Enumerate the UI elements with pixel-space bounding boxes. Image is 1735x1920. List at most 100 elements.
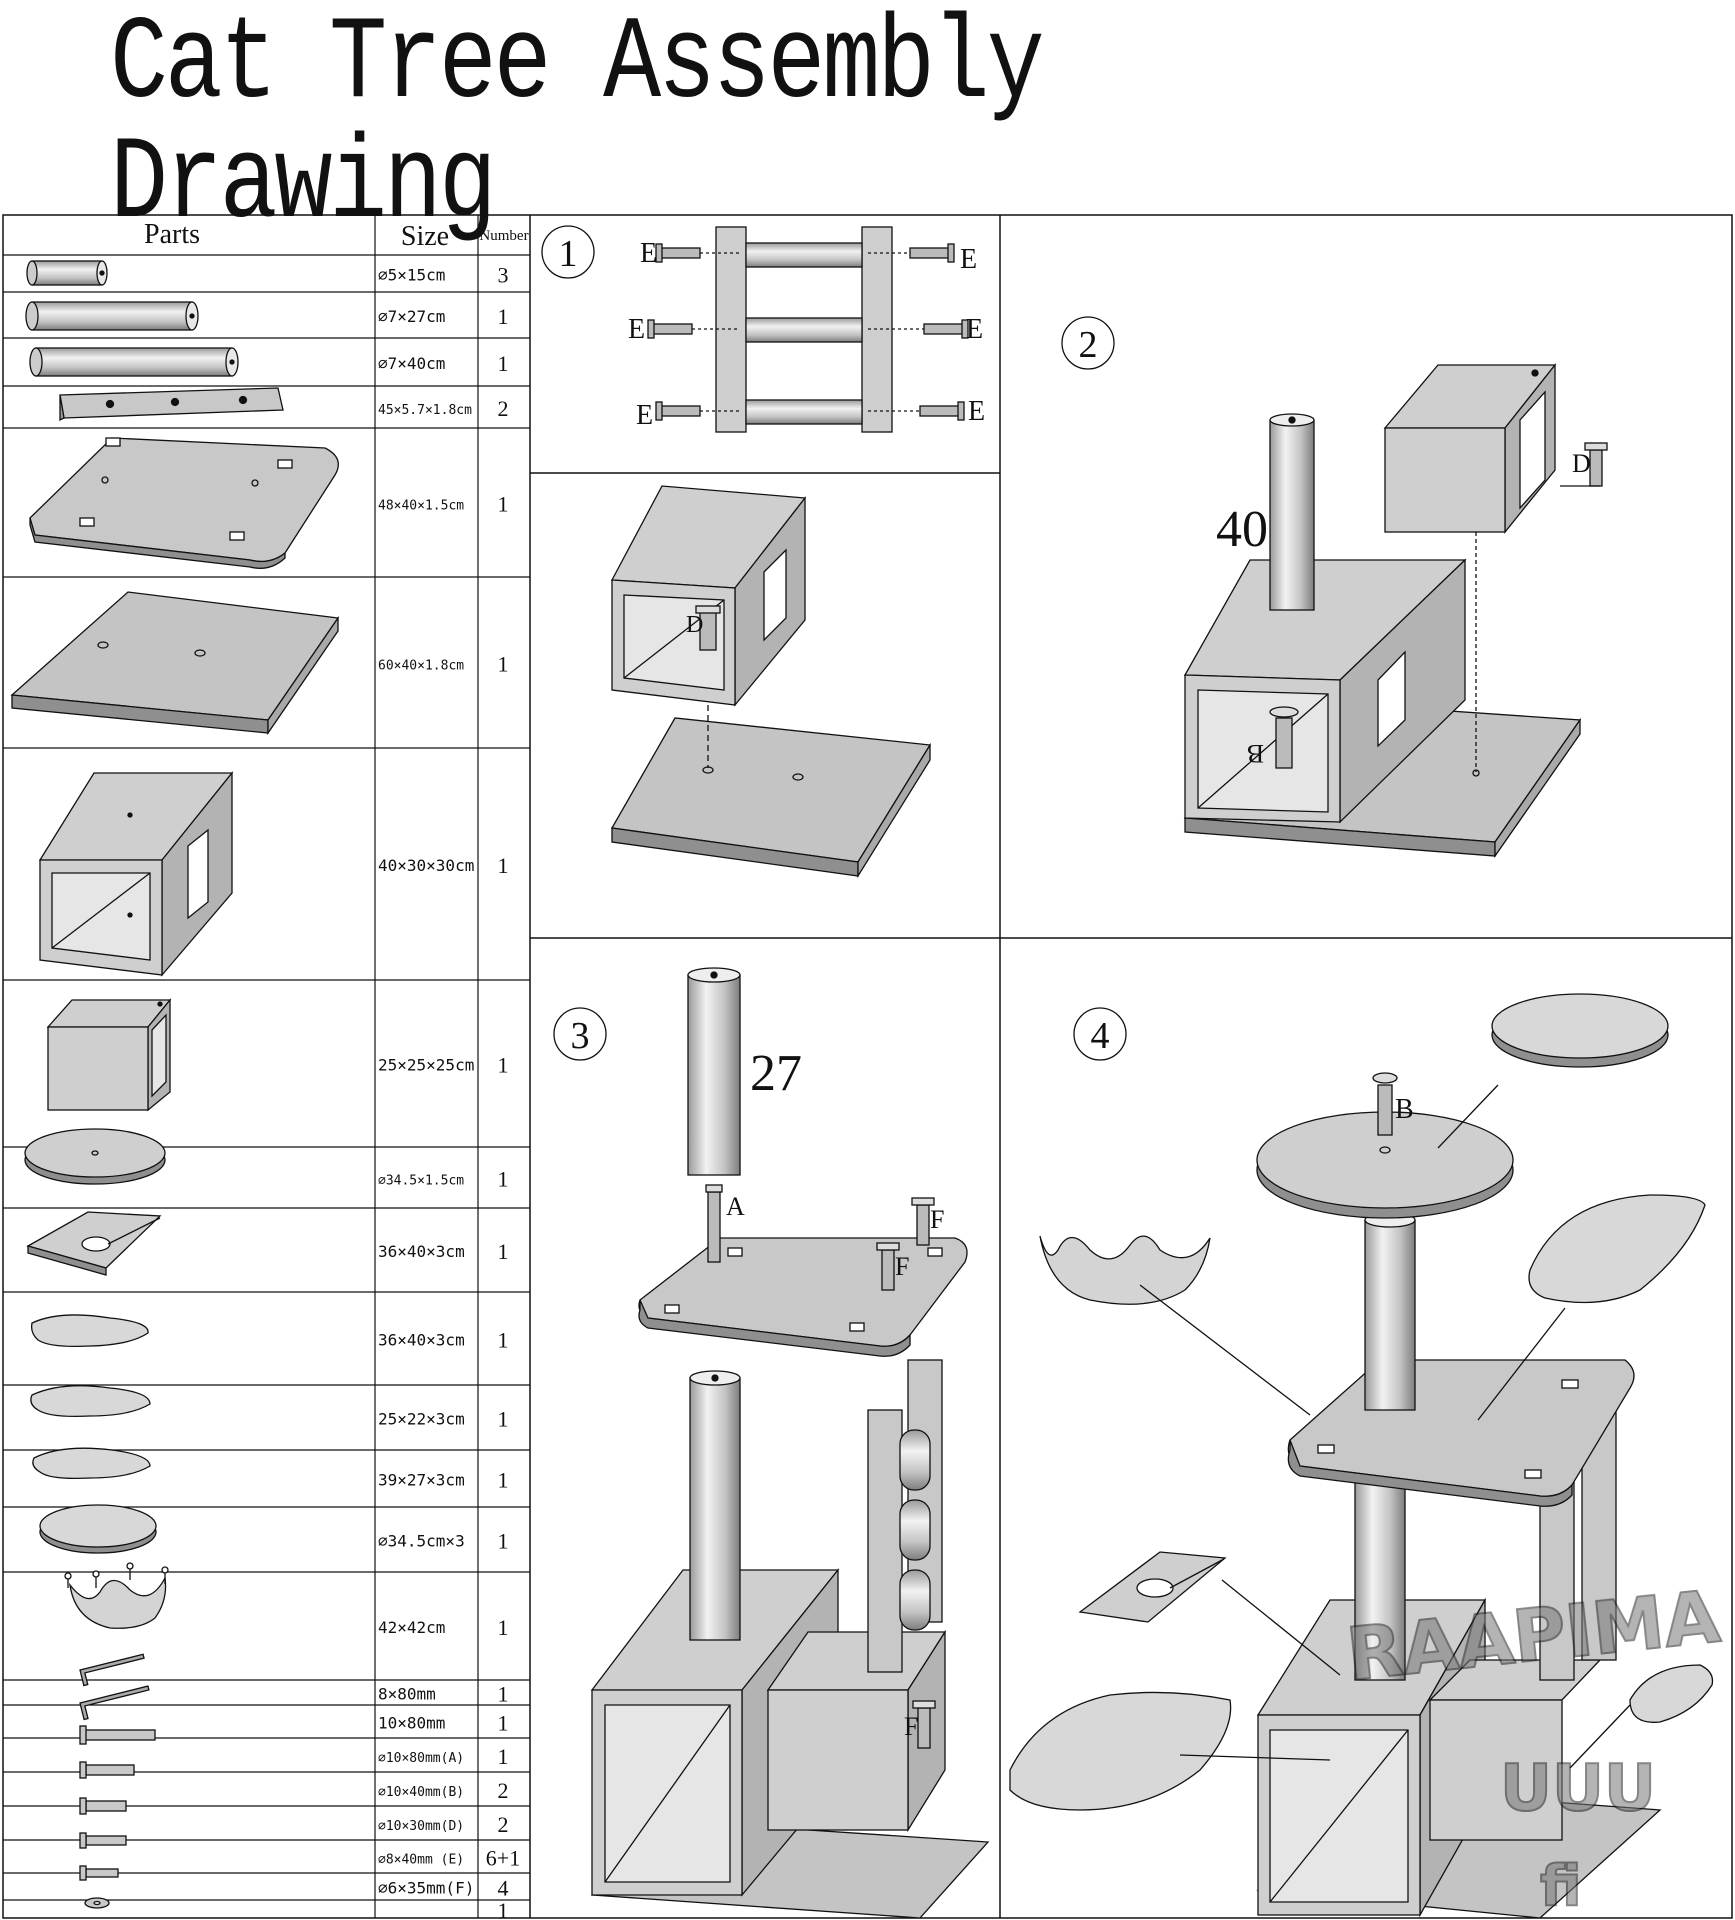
bolt-label-e: E <box>968 396 985 427</box>
table-cell-number: 4 <box>498 1876 509 1901</box>
table-cell-size: ∅34.5cm×3 <box>378 1532 465 1551</box>
hammock-drawing <box>64 1562 169 1629</box>
bolt-label-e: E <box>960 244 977 275</box>
table-grid <box>374 215 479 1918</box>
post-height-label: 40 <box>1216 501 1268 558</box>
number-header: Number <box>479 228 528 244</box>
round-platform-drawing <box>24 1128 166 1185</box>
table-cell-size: 40×30×30cm <box>378 856 474 875</box>
table-cell-number: 2 <box>498 1778 509 1803</box>
bolt-label-a: A <box>726 1192 745 1221</box>
table-cell-number: 3 <box>498 263 509 288</box>
table-cell-number: 2 <box>498 396 509 421</box>
table-cell-number: 1 <box>498 1328 509 1353</box>
step-2-number: 2 <box>1079 324 1098 366</box>
table-cell-size: ∅7×27cm <box>378 307 445 326</box>
frame <box>2 214 1733 1919</box>
base-board-drawing <box>10 591 340 736</box>
allen-key-drawings <box>79 1653 150 1721</box>
table-cell-size: 48×40×1.5cm <box>378 499 464 514</box>
table-cell-size: 36×40×3cm <box>378 1331 465 1350</box>
post-small-drawing <box>26 260 108 286</box>
support-board-drawing <box>59 387 284 422</box>
post-height-label: 27 <box>750 1045 802 1102</box>
bolt-label-d: D <box>1572 449 1591 478</box>
step-2-drawing <box>1183 363 1608 859</box>
table-cell-size: ∅34.5×1.5cm <box>378 1174 464 1189</box>
table-cell-number: 1 <box>498 1898 509 1920</box>
table-cell-size: ∅10×80mm(A) <box>378 1751 464 1766</box>
step-2-circle <box>1061 316 1115 370</box>
table-cell-size: 60×40×1.8cm <box>378 659 464 674</box>
bolt-label-b: B <box>1395 1094 1414 1125</box>
bolt-label-f: F <box>895 1252 909 1281</box>
table-cell-size: 8×80mm <box>378 1685 436 1704</box>
table-cell-number: 1 <box>498 1615 509 1640</box>
table-cell-number: 1 <box>498 1744 509 1769</box>
table-cell-size: ∅6×35mm(F) <box>378 1879 474 1898</box>
table-cell-number: 1 <box>498 1711 509 1736</box>
table-cell-size: 25×22×3cm <box>378 1410 465 1429</box>
bolt-label-e: E <box>628 314 645 345</box>
step-1: 1 E E E E E E <box>541 225 985 879</box>
table-cell-size: ∅10×40mm(B) <box>378 1785 464 1800</box>
table-cell-size: ∅8×40mm (E) <box>378 1853 464 1868</box>
cushion-drawings <box>30 1314 157 1554</box>
step-4-number: 4 <box>1091 1015 1110 1057</box>
table-cell-size: 39×27×3cm <box>378 1471 465 1490</box>
table-cell-size: 42×42cm <box>378 1618 445 1637</box>
small-condo-drawing <box>46 998 172 1112</box>
table-cell-number: 1 <box>498 1239 509 1264</box>
parts-table: Parts Size Number ∅5×15cm 3 ∅7×27cm 1 ∅7×40c… <box>3 215 530 1920</box>
table-cell-size: 36×40×3cm <box>378 1242 465 1261</box>
table-cell-number: 1 <box>498 1529 509 1554</box>
step-1-number: 1 <box>559 233 578 275</box>
bolt-label-e: E <box>640 238 657 269</box>
ladder-drawing <box>647 226 969 433</box>
table-cell-number: 1 <box>498 1407 509 1432</box>
post-medium-drawing <box>25 301 199 331</box>
table-cell-number: 2 <box>498 1812 509 1837</box>
bolt-drawings <box>79 1725 156 1909</box>
step-3-drawing <box>590 967 990 1919</box>
table-cell-number: 1 <box>498 1682 509 1707</box>
table-cell-number: 6+1 <box>486 1846 520 1871</box>
table-cell-size: 25×25×25cm <box>378 1056 474 1075</box>
step-4: 4 <box>1009 993 1714 1919</box>
table-cell-size: ∅10×30mm(D) <box>378 1819 464 1834</box>
table-cell-number: 1 <box>498 853 509 878</box>
table-cell-number: 1 <box>498 304 509 329</box>
step-1-circle <box>541 225 595 279</box>
large-condo-drawing <box>38 771 234 977</box>
bolt-label-f: F <box>930 1205 944 1234</box>
table-cell-number: 1 <box>498 652 509 677</box>
parts-drawings <box>10 260 340 1909</box>
post-large-drawing <box>29 347 239 377</box>
table-cell-size: 10×80mm <box>378 1714 445 1733</box>
watermark-line2: UUU <box>1500 1752 1656 1826</box>
step-4-circle <box>1073 1007 1127 1061</box>
condo-on-base-drawing <box>610 485 932 879</box>
table-cell-size: ∅5×15cm <box>378 266 445 285</box>
step-2: 2 40 D B <box>1061 316 1608 859</box>
size-header: Size <box>401 221 449 252</box>
bolt-label-e: E <box>636 400 653 431</box>
bolt-label-e: E <box>966 314 983 345</box>
bolt-label-d: D <box>686 612 703 638</box>
board-with-hole-drawing <box>26 1211 162 1276</box>
table-cell-number: 1 <box>498 1053 509 1078</box>
watermark-line3: fi <box>1540 1854 1582 1919</box>
page-title: Cat Tree Assembly Drawing <box>110 0 1045 252</box>
step-4-drawing <box>1009 993 1714 1919</box>
table-cell-size: ∅7×40cm <box>378 354 445 373</box>
table-cell-number: 1 <box>498 1468 509 1493</box>
table-cell-number: 1 <box>498 1167 509 1192</box>
table-cell-size: 45×5.7×1.8cm <box>378 403 472 418</box>
table-cell-number: 1 <box>498 492 509 517</box>
table-cell-number: 1 <box>498 351 509 376</box>
step-3-circle <box>553 1007 607 1061</box>
bolt-label-b: B <box>1247 739 1264 768</box>
parts-header: Parts <box>144 219 200 250</box>
step-3: 3 <box>553 967 990 1919</box>
